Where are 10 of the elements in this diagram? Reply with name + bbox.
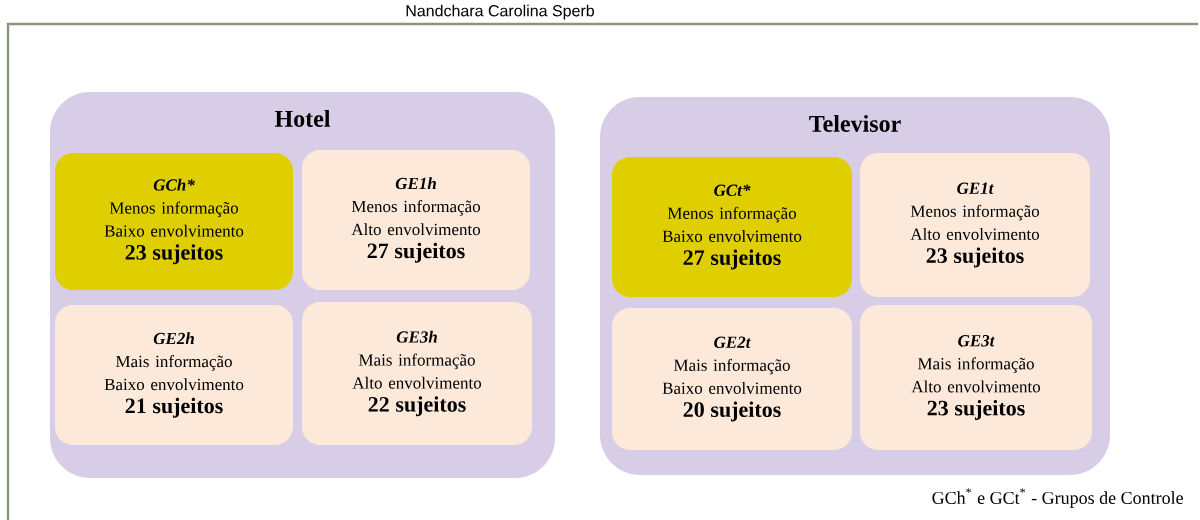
footnote: GCh$^{*}$ e GCt$^{*}$ - Grupos de Controle: [932, 488, 1183, 508]
group-card: GE1t Menos informação Alto envolvimento 23 sujeitos: [860, 153, 1090, 297]
group-card: GE3h Mais informação Alto envolvimento 22 sujeitos: [302, 302, 532, 445]
group-card: GE2t Mais informação Baixo envolvimento 20 sujeitos: [612, 308, 852, 450]
group-card: GE1h Menos informação Alto envolvimento 27 sujeitos: [302, 150, 530, 290]
group-card: GE2h Mais informação Baixo envolvimento 21 sujeitos: [55, 305, 293, 445]
header-text: Nandchara Carolina Sperb: [406, 4, 594, 20]
group-card: GCh* Menos informação Baixo envolvimento 23 sujeitos: [55, 153, 293, 290]
group-card: GE3t Mais informação Alto envolvimento 23 sujeitos: [860, 305, 1092, 450]
group-card: GCt* Menos informação Baixo envolvimento 27 sujeitos: [612, 157, 852, 297]
